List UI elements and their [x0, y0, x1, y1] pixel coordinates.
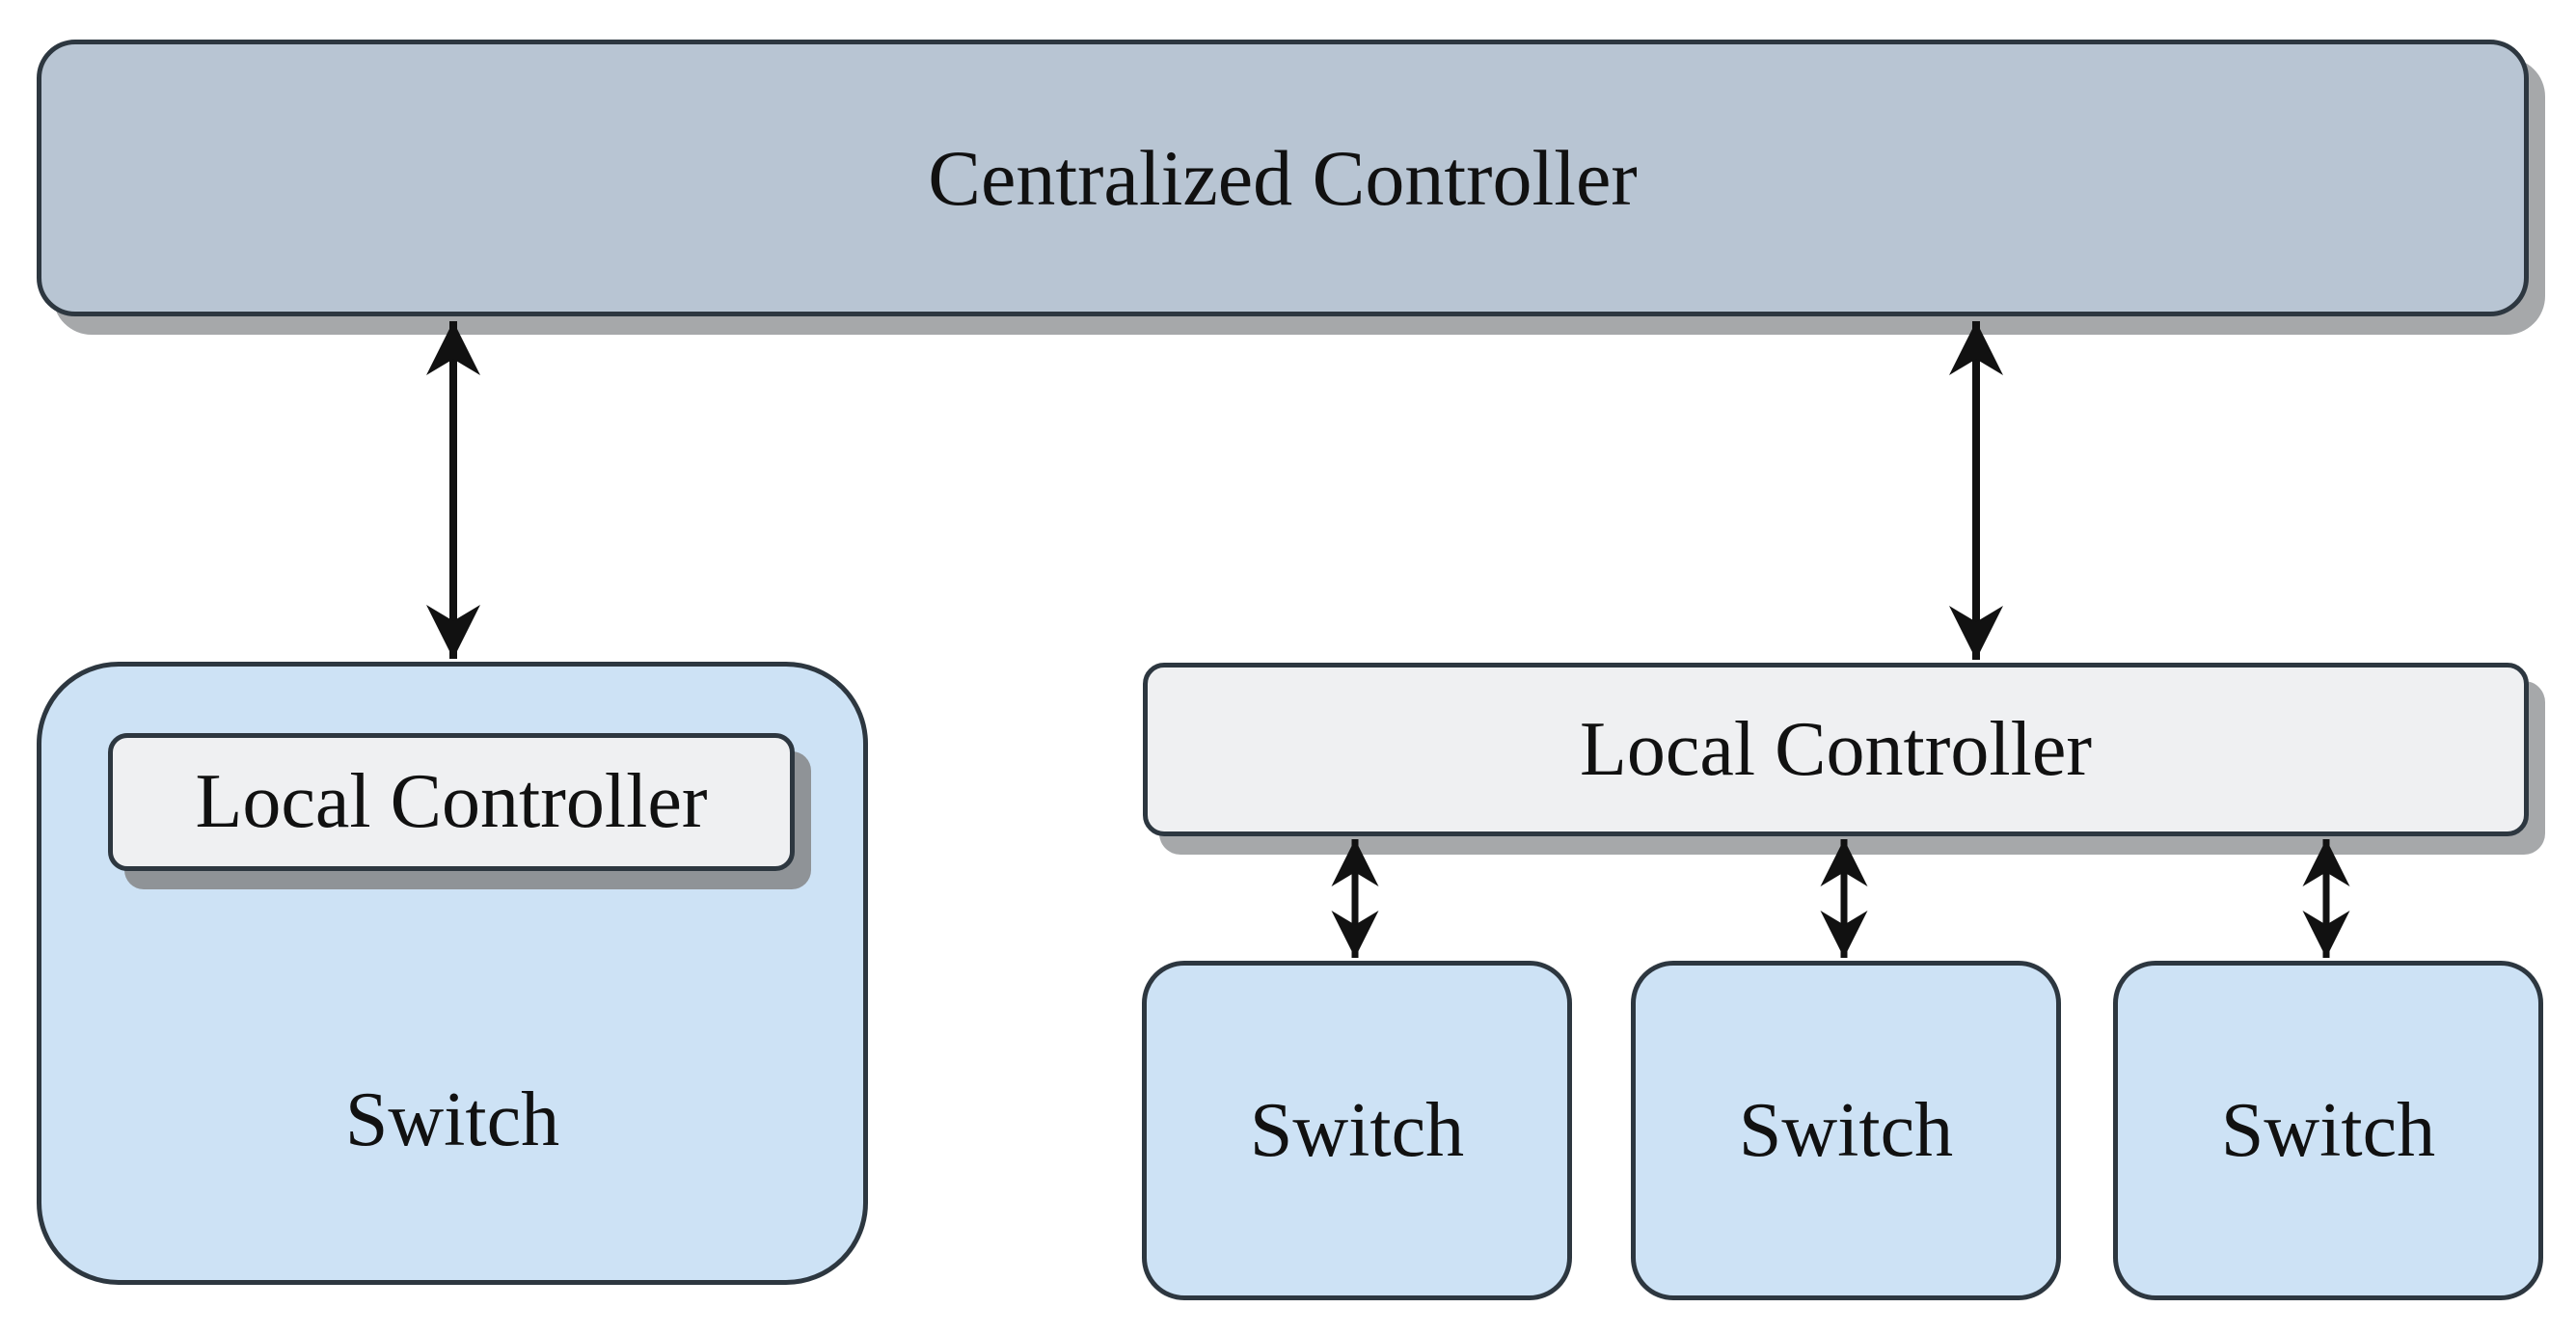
switch-box: Switch [1142, 961, 1572, 1300]
centralized-controller-label: Centralized Controller [928, 133, 1638, 222]
embedded-local-controller-box: Local Controller [108, 733, 795, 871]
switch-box: Switch [2113, 961, 2543, 1300]
switch-label: Switch [344, 1077, 560, 1162]
centralized-controller-box: Centralized Controller [37, 40, 2529, 316]
switch-box: Switch [1631, 961, 2061, 1300]
switch-label: Switch [2220, 1087, 2436, 1173]
local-controller-box: Local Controller [1143, 663, 2529, 836]
local-controller-label: Local Controller [195, 759, 708, 844]
switch-label: Switch [1249, 1087, 1465, 1173]
local-controller-label: Local Controller [1580, 706, 2092, 792]
switch-label: Switch [1738, 1087, 1954, 1173]
